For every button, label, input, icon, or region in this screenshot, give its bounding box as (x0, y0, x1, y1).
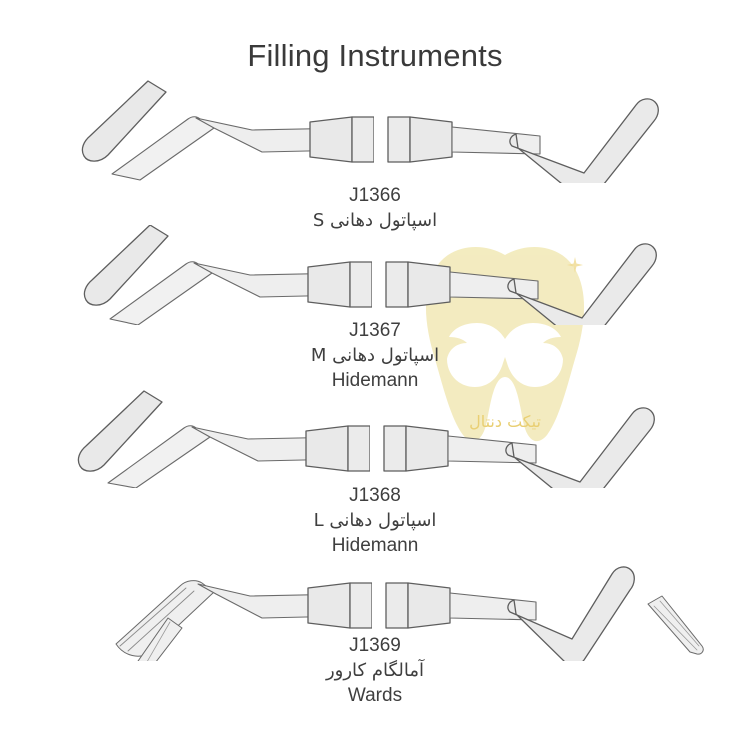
instrument-code-4: J1369 (349, 635, 401, 656)
instrument-block-4 (0, 556, 750, 685)
detail-shaft (647, 595, 704, 655)
handle-left (307, 261, 351, 308)
instrument-code-1: J1366 (349, 185, 401, 206)
handle-right (407, 261, 451, 308)
handle-right (405, 425, 449, 472)
instrument-name-en-2: Hidemann (331, 370, 419, 391)
instrument-name-fa-2: اسپاتول دهانی M (310, 345, 440, 366)
handle-right (409, 116, 453, 163)
instrument-illustration-4 (0, 556, 750, 685)
handle-right (407, 582, 451, 629)
caption-4: J1369 آمالگام کارور Wards (0, 633, 750, 708)
page-title: Filling Instruments (247, 38, 503, 73)
instrument-block-2 (0, 224, 750, 345)
instrument-illustration-1 (0, 78, 750, 200)
handle-left (307, 582, 351, 629)
detail-blade (83, 224, 169, 306)
instrument-illustration-3 (0, 383, 750, 509)
caption-1: J1366 اسپاتول دهانی S (0, 183, 750, 233)
handle-left (309, 116, 353, 163)
caption-3: J1368 اسپاتول دهانی L Hidemann (0, 483, 750, 558)
detail-blade (77, 390, 163, 472)
instrument-name-en-4: Wards (347, 685, 403, 706)
instrument-name-en-3: Hidemann (331, 535, 419, 556)
handle-left (305, 425, 349, 472)
instrument-illustration-2 (0, 224, 750, 345)
caption-2: J1367 اسپاتول دهانی M Hidemann (0, 318, 750, 393)
instrument-code-2: J1367 (349, 320, 401, 341)
instrument-block-1 (0, 78, 750, 200)
instrument-name-fa-4: آمالگام کارور (325, 660, 425, 681)
detail-blade (81, 80, 167, 162)
instrument-name-fa-1: اسپاتول دهانی S (312, 210, 438, 231)
instrument-name-fa-3: اسپاتول دهانی L (313, 510, 437, 531)
instrument-code-3: J1368 (349, 485, 401, 506)
instrument-block-3 (0, 383, 750, 509)
